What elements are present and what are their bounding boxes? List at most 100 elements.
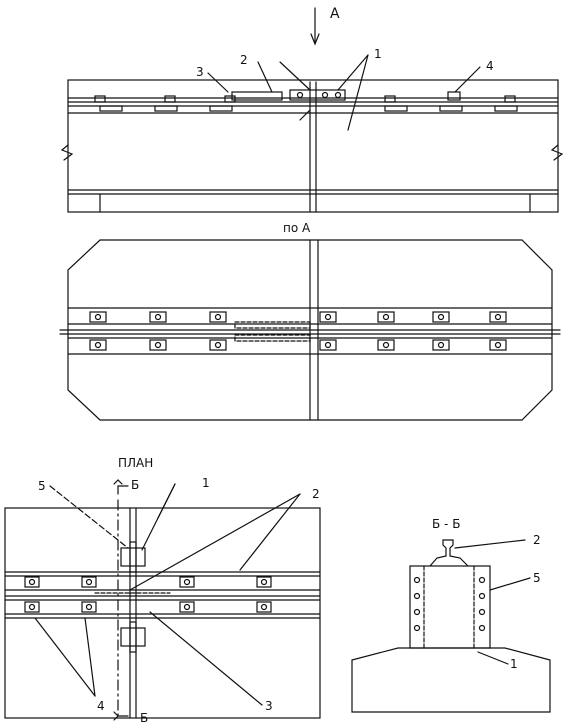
callout-3: 3	[196, 65, 204, 79]
bolt	[85, 603, 93, 611]
section-callout-2: 2	[533, 533, 541, 547]
callout-4: 4	[486, 59, 494, 73]
break-mark-left	[60, 144, 74, 161]
leader-line	[454, 539, 526, 549]
clip	[164, 95, 176, 103]
clip	[319, 311, 337, 323]
leader-line	[477, 651, 509, 665]
clip	[384, 95, 396, 103]
clip	[439, 105, 463, 112]
clip	[24, 576, 40, 588]
bolt	[154, 341, 162, 349]
leader-line	[239, 493, 301, 571]
leader-line	[49, 485, 129, 549]
leader-line	[257, 61, 273, 93]
plan-callout-4: 4	[97, 699, 105, 713]
view-title: по А	[283, 221, 311, 235]
rail-profile	[429, 539, 469, 567]
clip	[209, 339, 227, 351]
clip	[504, 95, 516, 103]
clip	[94, 95, 106, 103]
bolt	[321, 91, 329, 99]
bolt	[260, 578, 268, 586]
clip	[24, 601, 40, 613]
fish-plate	[231, 91, 283, 101]
bolt	[28, 603, 36, 611]
clip	[256, 601, 272, 613]
bolt	[324, 313, 332, 321]
bolt	[437, 341, 445, 349]
joint-bracket-pin	[129, 541, 137, 573]
leader-line	[84, 617, 96, 697]
bolt	[154, 313, 162, 321]
view-arrow-label: А	[330, 6, 340, 22]
section-arrow-top-head	[113, 479, 123, 485]
clip	[489, 339, 507, 351]
clip	[256, 576, 272, 588]
fish-plate	[289, 89, 346, 101]
joint-bracket	[120, 547, 146, 567]
bolt	[324, 341, 332, 349]
joint-bracket	[120, 627, 146, 647]
plan-callout-2: 2	[312, 487, 320, 501]
clip	[377, 311, 395, 323]
bolt	[382, 341, 390, 349]
bolt	[214, 313, 222, 321]
bolt	[413, 592, 421, 600]
plan-view: ПЛАН	[4, 456, 321, 725]
clip	[447, 91, 461, 101]
section-title: Б - Б	[432, 517, 460, 531]
bolt	[413, 608, 421, 616]
clip-row-upper	[89, 311, 507, 323]
bolt	[494, 313, 502, 321]
plan-clips-upper	[24, 576, 272, 588]
clip	[149, 311, 167, 323]
bolt	[296, 91, 304, 99]
clip	[149, 339, 167, 351]
section-bracket	[409, 565, 491, 649]
section-bolts	[413, 576, 486, 632]
clip	[224, 95, 236, 103]
clip	[432, 339, 450, 351]
clip	[89, 311, 107, 323]
leader-line	[157, 483, 176, 519]
break-mark-right	[550, 144, 564, 161]
plan-callout-5: 5	[38, 479, 46, 493]
view-arrow-head	[310, 33, 320, 46]
section-callout-5: 5	[533, 571, 541, 585]
leader-line	[207, 72, 229, 93]
bolt	[28, 578, 36, 586]
clip	[81, 601, 97, 613]
bolt	[94, 313, 102, 321]
callout-2: 2	[240, 53, 248, 67]
bolt	[94, 341, 102, 349]
bolt	[382, 313, 390, 321]
section-b-b: Б - Б 2 5 1	[351, 517, 551, 713]
clip	[494, 105, 518, 112]
bolt	[260, 603, 268, 611]
bolt	[85, 578, 93, 586]
bolt	[478, 576, 486, 584]
bolt	[478, 592, 486, 600]
bolt	[183, 603, 191, 611]
clip	[209, 105, 233, 112]
elevation-slab-outline	[67, 79, 559, 213]
plan-slab-outline	[4, 507, 321, 719]
section-mark-top: Б	[131, 478, 139, 492]
section-base	[351, 647, 551, 713]
elevation-view: А	[60, 6, 564, 213]
leader-line	[34, 617, 96, 697]
leader-line	[129, 493, 301, 591]
clip	[489, 311, 507, 323]
clip	[179, 601, 195, 613]
clip	[432, 311, 450, 323]
slab-outline	[67, 239, 553, 421]
joint-bracket-pin	[129, 621, 137, 653]
leader-line	[454, 66, 481, 93]
bolt	[334, 91, 342, 99]
clip	[209, 311, 227, 323]
section-arrow-bottom-head	[113, 711, 119, 721]
plan-callout-1: 1	[202, 476, 210, 490]
view-from-a: по А	[59, 221, 561, 421]
bolt	[214, 341, 222, 349]
